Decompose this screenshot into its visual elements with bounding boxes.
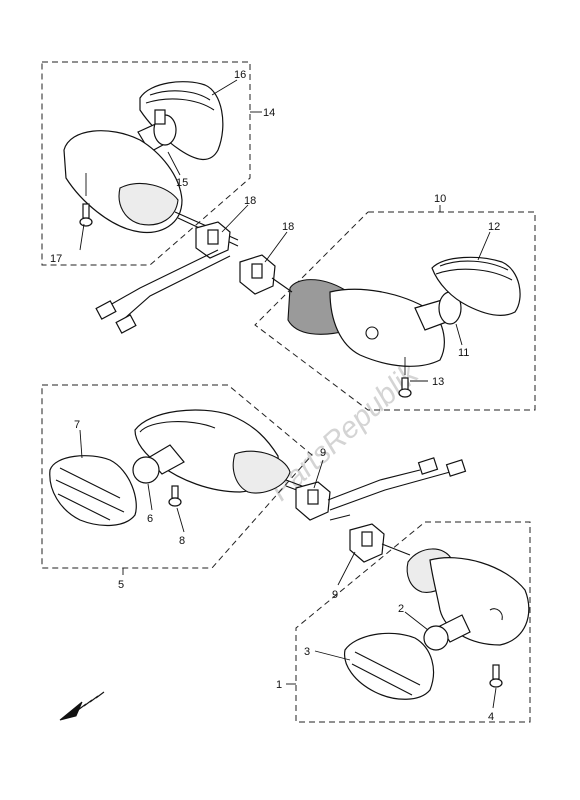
group-14-frame [41, 61, 251, 266]
lens-7 [49, 455, 137, 526]
label-7: 7 [74, 419, 80, 431]
bulb-11 [414, 291, 462, 331]
grommet-9-upper [295, 481, 331, 521]
screw-4 [489, 664, 503, 688]
label-10: 10 [434, 193, 446, 205]
label-3: 3 [304, 646, 310, 658]
label-2: 2 [398, 603, 404, 615]
screw-8 [168, 485, 182, 507]
label-8: 8 [179, 535, 185, 547]
screw-17 [79, 173, 93, 227]
flasher-body-14 [63, 130, 239, 247]
screw-13 [398, 357, 412, 398]
label-12: 12 [488, 221, 500, 233]
label-14: 14 [263, 107, 275, 119]
grommet-18-upper [195, 221, 231, 259]
lens-3 [344, 632, 435, 700]
label-18-upper: 18 [244, 195, 256, 207]
label-16: 16 [234, 69, 246, 81]
label-1: 1 [276, 679, 282, 691]
label-17: 17 [50, 253, 62, 265]
grommet-9-lower [349, 523, 411, 563]
lens-12 [431, 256, 521, 316]
label-6: 6 [147, 513, 153, 525]
part-labels: 16 14 15 18 18 17 10 12 11 13 7 6 8 5 9 … [50, 69, 500, 723]
label-9-upper: 9 [320, 447, 326, 459]
grommet-18-lower [239, 254, 276, 295]
label-18-lower: 18 [282, 221, 294, 233]
label-15: 15 [176, 177, 188, 189]
wire-upper-left [95, 249, 231, 334]
leader-lines [79, 79, 497, 709]
front-direction-arrow-icon [59, 691, 105, 721]
label-5: 5 [118, 579, 124, 591]
bulb-6 [132, 444, 185, 484]
label-9-lower: 9 [332, 589, 338, 601]
label-11: 11 [458, 347, 469, 359]
wire-middle-right [327, 457, 467, 521]
group-1-frame [295, 521, 531, 723]
group-10-frame [254, 211, 536, 411]
group-5-frame [41, 384, 313, 569]
label-4: 4 [488, 711, 494, 723]
bulb-2 [423, 614, 471, 651]
flasher-body-10 [271, 277, 445, 367]
label-13: 13 [432, 376, 444, 388]
